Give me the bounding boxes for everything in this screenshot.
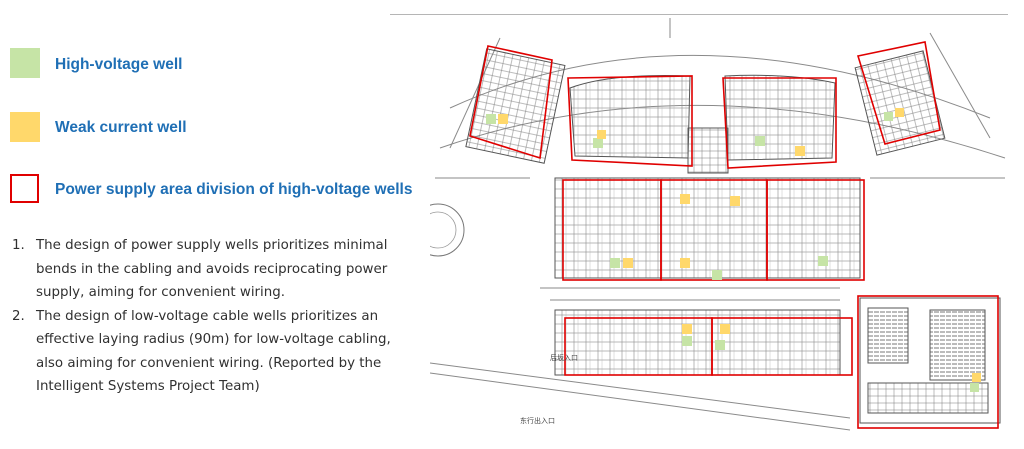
high-voltage-well-markers	[486, 112, 979, 392]
legend-label-high-voltage: High-voltage well	[55, 56, 183, 73]
top-divider	[390, 14, 1008, 15]
notes-list: 1. The design of power supply wells prio…	[8, 234, 418, 399]
plan-label: 东行出入口	[520, 416, 555, 425]
red-outline-swatch-icon	[10, 174, 39, 203]
legend-label-weak-current: Weak current well	[55, 119, 187, 136]
weak-current-well-markers	[498, 108, 981, 382]
legend-high-voltage-well	[10, 48, 40, 78]
legend-label-power-area: Power supply area division of high-volta…	[55, 181, 413, 198]
note-number: 1.	[12, 238, 25, 253]
note-item: 2. The design of low-voltage cable wells…	[8, 305, 418, 399]
legend-power-area	[10, 174, 39, 203]
legend-weak-current-well	[10, 112, 40, 142]
green-swatch-icon	[10, 48, 40, 78]
note-item: 1. The design of power supply wells prio…	[8, 234, 418, 305]
yellow-swatch-icon	[10, 112, 40, 142]
landscape-circle	[430, 203, 465, 257]
note-text: The design of power supply wells priorit…	[36, 238, 388, 300]
building-blocks	[465, 48, 1001, 424]
plan-label: 后坂入口	[550, 353, 578, 362]
note-text: The design of low-voltage cable wells pr…	[36, 308, 391, 395]
floor-plan-drawing: 后坂入口 东行出入口	[430, 18, 1006, 431]
note-number: 2.	[12, 308, 25, 324]
